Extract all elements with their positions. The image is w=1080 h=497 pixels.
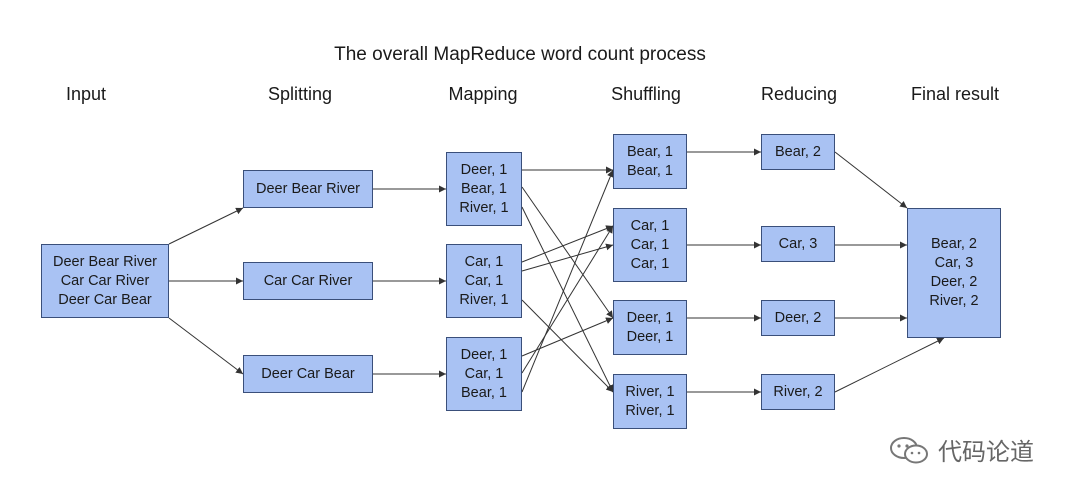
stage-label-input: Input: [65, 84, 107, 104]
shuffle-pair: Bear, 1: [627, 143, 673, 160]
map-pair: River, 1: [459, 199, 509, 216]
shuffle-pair: Car, 1: [630, 217, 670, 234]
stage-label-mapping: Mapping: [448, 84, 518, 104]
shuffle-pair: River, 1: [625, 402, 675, 419]
final-result-box: Bear, 2 Car, 3 Deer, 2 River, 2: [907, 208, 1001, 338]
watermark: 代码论道: [888, 432, 1034, 467]
split-text: Car Car River: [263, 272, 353, 289]
map-pair: Bear, 1: [461, 180, 507, 197]
shuffle-pair: Car, 1: [630, 255, 670, 272]
reduce-box: Deer, 2: [761, 300, 835, 336]
map-pair: Car, 1: [464, 365, 504, 382]
split-text: Deer Car Bear: [261, 365, 355, 382]
wechat-icon: [890, 436, 928, 463]
shuffle-box: River, 1 River, 1: [613, 374, 687, 429]
map-box: Deer, 1 Car, 1 Bear, 1: [446, 337, 522, 411]
watermark-text: 代码论道: [938, 439, 1034, 466]
shuffle-box: Deer, 1 Deer, 1: [613, 300, 687, 355]
map-pair: Car, 1: [464, 272, 504, 289]
input-line: Car Car River: [60, 272, 150, 289]
input-box: Deer Bear River Car Car River Deer Car B…: [41, 244, 169, 318]
map-pair: Bear, 1: [461, 384, 507, 401]
reduce-box: River, 2: [761, 374, 835, 410]
final-pair: Car, 3: [934, 255, 974, 271]
split-box: Deer Car Bear: [243, 355, 373, 393]
map-pair: Deer, 1: [460, 161, 508, 178]
shuffle-box: Bear, 1 Bear, 1: [613, 134, 687, 189]
reduce-pair: Bear, 2: [775, 143, 821, 160]
shuffle-pair: Deer, 1: [626, 309, 674, 326]
reduce-pair: River, 2: [773, 383, 823, 400]
split-text: Deer Bear River: [256, 180, 360, 197]
arrow: [521, 317, 614, 357]
arrow: [521, 169, 614, 393]
arrow: [521, 225, 614, 263]
shuffle-pair: River, 1: [625, 383, 675, 400]
stage-label-reducing: Reducing: [760, 84, 838, 104]
reduce-pair: Car, 3: [778, 235, 818, 252]
diagram-title: The overall MapReduce word count process: [334, 44, 706, 65]
stage-label-shuffling: Shuffling: [611, 84, 681, 104]
map-box: Car, 1 Car, 1 River, 1: [446, 244, 522, 318]
shuffle-box: Car, 1 Car, 1 Car, 1: [613, 208, 687, 282]
map-pair: River, 1: [459, 291, 509, 308]
reduce-box: Bear, 2: [761, 134, 835, 170]
arrow: [521, 225, 614, 374]
stage-label-final: Final result: [910, 84, 1000, 104]
arrow: [521, 186, 614, 319]
split-box: Deer Bear River: [243, 170, 373, 208]
shuffle-pair: Bear, 1: [627, 162, 673, 179]
arrow: [521, 243, 614, 272]
input-line: Deer Car Bear: [58, 291, 152, 308]
final-pair: Bear, 2: [931, 236, 977, 252]
split-box: Car Car River: [243, 262, 373, 300]
map-pair: Deer, 1: [460, 346, 508, 363]
reduce-box: Car, 3: [761, 226, 835, 262]
shuffle-pair: Car, 1: [630, 236, 670, 253]
arrow: [168, 207, 244, 245]
arrow: [521, 299, 614, 393]
map-box: Deer, 1 Bear, 1 River, 1: [446, 152, 522, 226]
shuffle-pair: Deer, 1: [626, 328, 674, 345]
arrow: [168, 317, 244, 375]
arrow: [834, 151, 908, 209]
reduce-pair: Deer, 2: [774, 309, 822, 326]
input-line: Deer Bear River: [53, 253, 157, 270]
stage-label-splitting: Splitting: [267, 84, 333, 104]
final-pair: Deer, 2: [930, 274, 978, 290]
arrow: [834, 337, 945, 393]
map-pair: Car, 1: [464, 253, 504, 270]
final-pair: River, 2: [929, 293, 979, 309]
